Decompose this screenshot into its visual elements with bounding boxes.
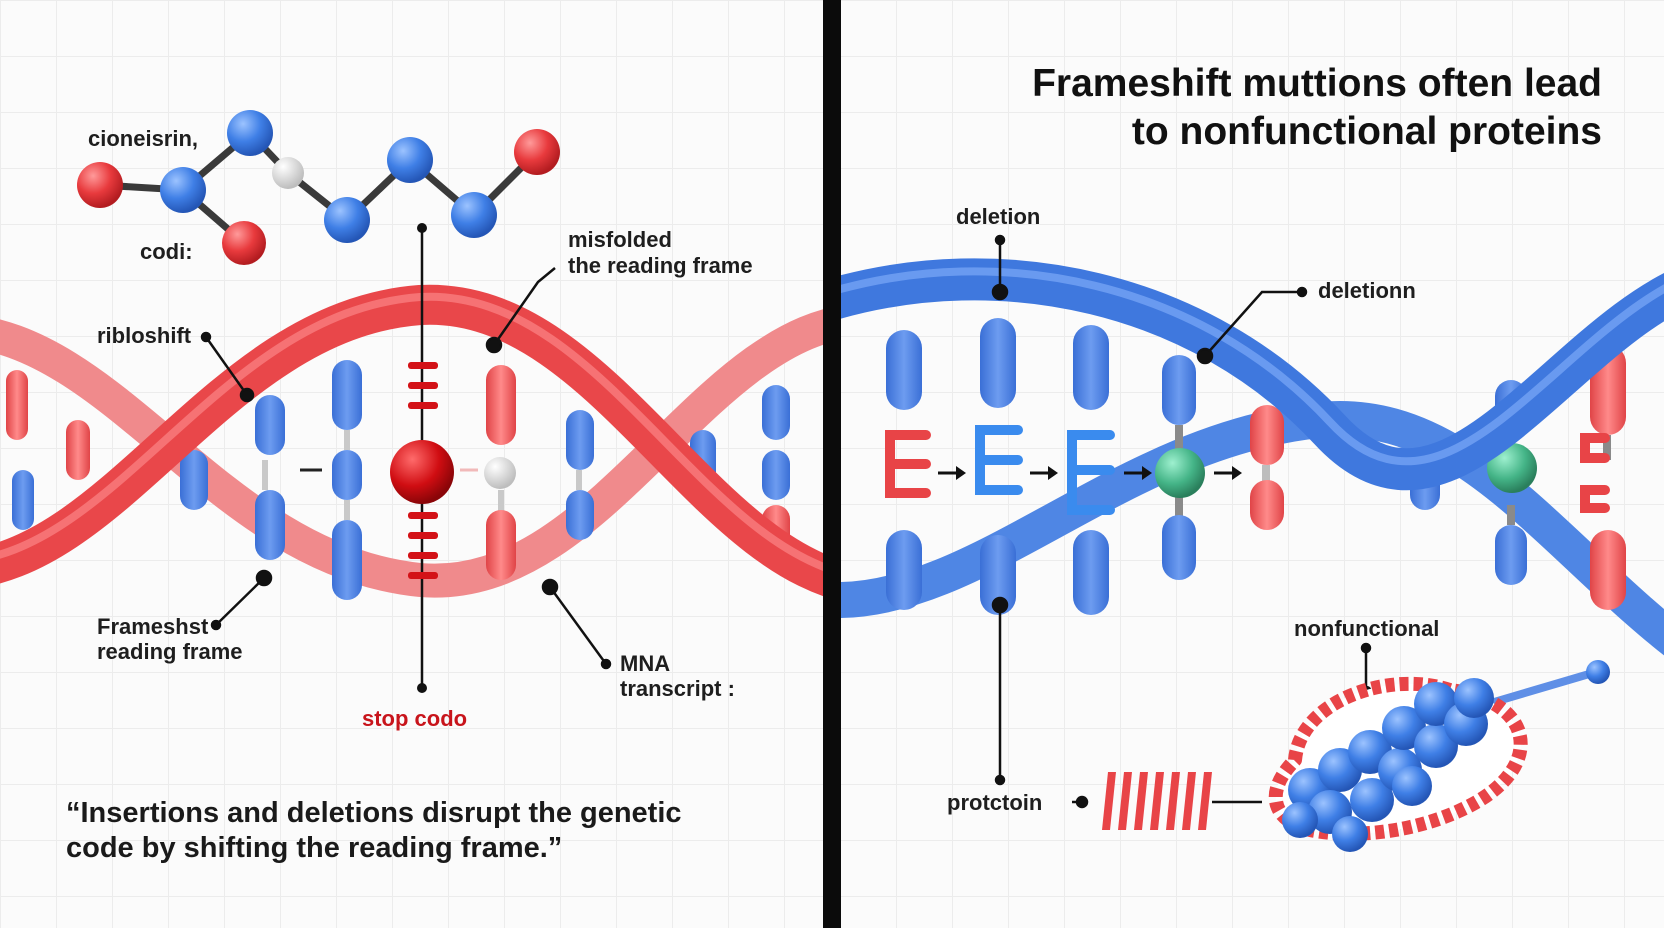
label-misfolded: misfolded	[568, 227, 672, 252]
page-title: Frameshift muttions often lead to nonfun…	[1032, 60, 1602, 156]
label-cloneisrin: cioneisrin,	[88, 126, 199, 151]
label-stop-codon: stop codo	[362, 706, 468, 731]
right-base-pairs	[885, 318, 1626, 615]
label-frameshift: Frameshst	[97, 614, 209, 639]
panel-divider	[823, 0, 841, 928]
quote-line-1: “Insertions and deletions disrupt the ge…	[66, 797, 682, 829]
title-line-1: Frameshift muttions often lead	[1032, 62, 1602, 105]
molecule-chain-icon	[77, 110, 560, 265]
quote-line-2: code by shifting the reading frame.”	[66, 832, 563, 864]
label-nonfunctional: nonfunctional	[1294, 616, 1440, 641]
label-mna: MNA	[620, 651, 671, 676]
frameshift-stripes	[1102, 772, 1212, 830]
label-protein: protctoin	[947, 790, 1043, 815]
label-codi: codi:	[140, 239, 193, 264]
label-reading-frame: the reading frame	[568, 253, 753, 278]
title-line-2: to nonfunctional proteins	[1131, 110, 1602, 153]
right-dna-helix	[841, 258, 1664, 656]
label-mna-transcript: transcript :	[620, 676, 735, 701]
left-leader-lines	[200, 267, 612, 670]
right-leader-lines	[991, 234, 1373, 809]
left-dna-helix	[0, 284, 823, 600]
label-deletion-right: deletionn	[1318, 278, 1416, 303]
stop-codon-bead-icon	[300, 223, 478, 693]
label-riboshift: ribloshift	[97, 323, 192, 348]
protein-aggregate-icon	[1268, 660, 1610, 852]
label-deletion-top: deletion	[956, 204, 1041, 229]
quote-text: “Insertions and deletions disrupt the ge…	[66, 796, 682, 866]
label-frameshift-reading-frame: reading frame	[97, 639, 243, 664]
